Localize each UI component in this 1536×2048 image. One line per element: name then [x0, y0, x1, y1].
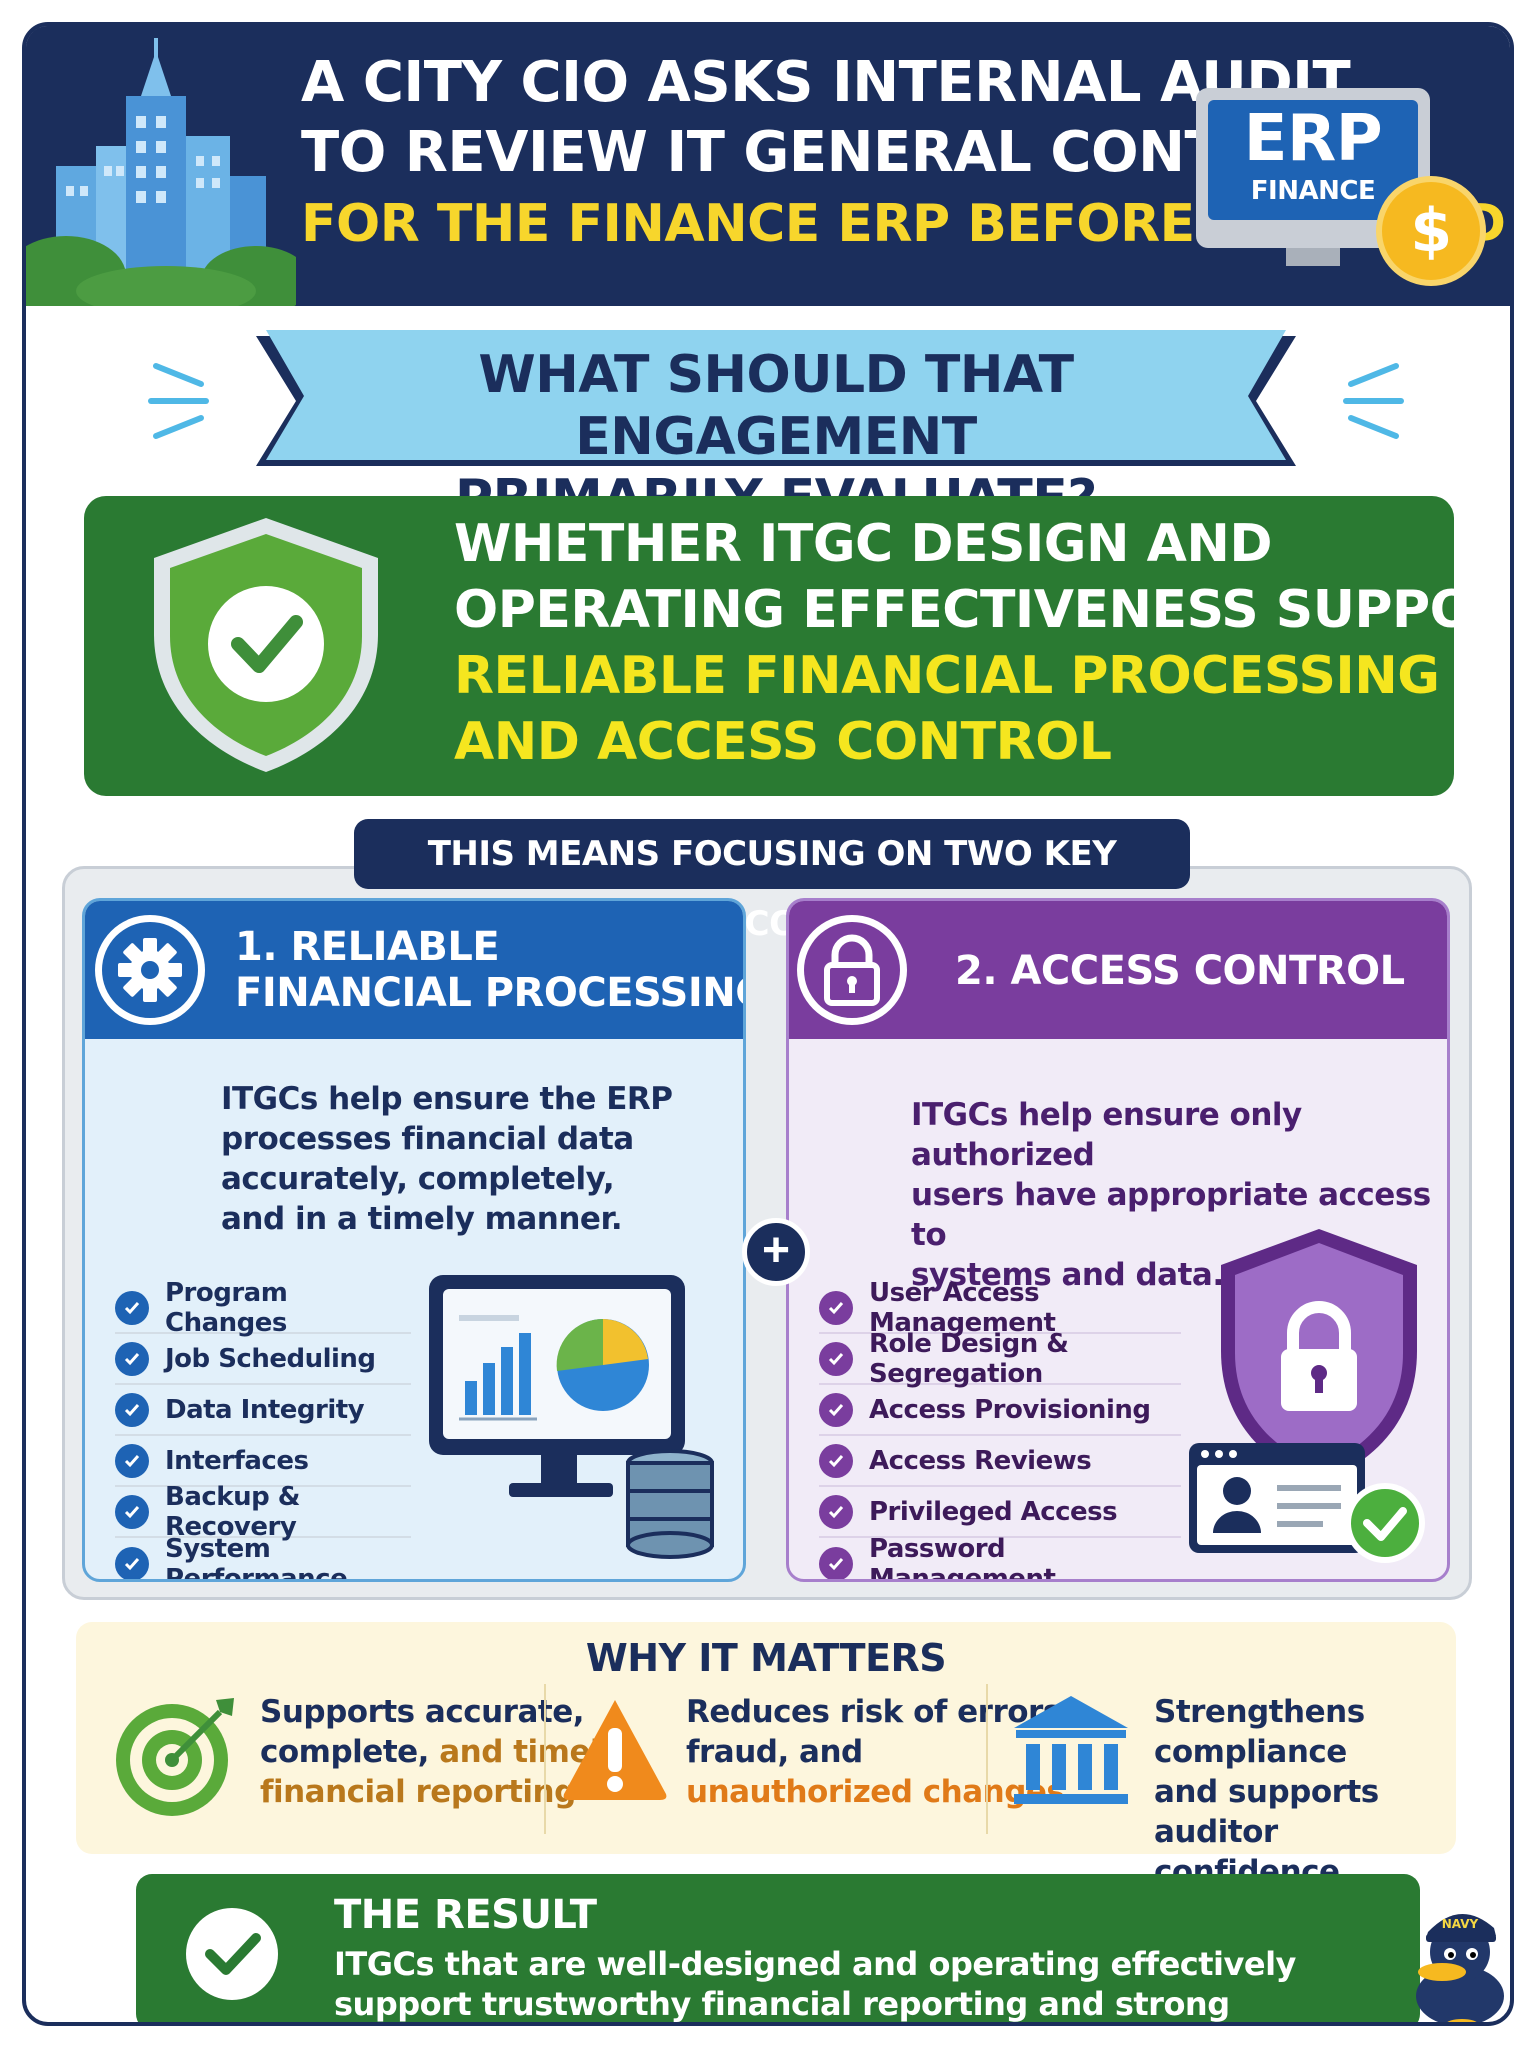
answer-line-2: OPERATING EFFECTIVENESS SUPPORT — [454, 580, 1514, 640]
spark-right-icon — [1343, 363, 1404, 439]
duck-mascot-icon: NAVY — [1416, 1913, 1504, 2022]
list-item: Interfaces — [115, 1436, 411, 1487]
list-item: Program Changes — [115, 1278, 411, 1338]
coin-icon: $ — [1376, 176, 1486, 286]
answer-line-4: AND ACCESS CONTROL — [454, 712, 1112, 772]
check-icon — [115, 1546, 149, 1579]
header-banner: A CITY CIO ASKS INTERNAL AUDIT TO REVIEW… — [26, 26, 1510, 306]
processing-card: 1. RELIABLE FINANCIAL PROCESSING ITGCs h… — [82, 898, 746, 1582]
answer-box: WHETHER ITGC DESIGN AND OPERATING EFFECT… — [84, 496, 1510, 796]
check-circle-icon — [186, 1908, 278, 2000]
result-box: THE RESULT ITGCs that are well-designed … — [136, 1874, 1420, 2023]
check-icon — [115, 1494, 149, 1529]
erp-monitor-icon: ERP FINANCE — [1196, 88, 1430, 266]
check-icon — [819, 1546, 853, 1579]
check-icon — [819, 1443, 853, 1478]
processing-card-header: 1. RELIABLE FINANCIAL PROCESSING — [85, 901, 743, 1039]
processing-description: ITGCs help ensure the ERP processes fina… — [221, 1081, 673, 1237]
check-icon — [115, 1290, 149, 1325]
processing-title-2: FINANCIAL PROCESSING — [235, 970, 746, 1016]
list-item: System Performance — [115, 1534, 411, 1579]
infographic-frame: A CITY CIO ASKS INTERNAL AUDIT TO REVIEW… — [22, 22, 1514, 2026]
city-skyline-icon — [26, 26, 296, 306]
answer-line-3: RELIABLE FINANCIAL PROCESSING — [454, 646, 1440, 706]
check-icon — [115, 1392, 149, 1427]
check-icon — [115, 1341, 149, 1376]
processing-list: Program Changes Job Scheduling Data Inte… — [115, 1278, 411, 1579]
list-item: Data Integrity — [115, 1385, 411, 1436]
padlock-icon — [797, 915, 907, 1025]
list-item: Password Management — [819, 1534, 1181, 1579]
monitor-database-icon — [429, 1275, 714, 1559]
question-line-1: WHAT SHOULD THAT ENGAGEMENT — [478, 345, 1074, 467]
erp-label: ERP — [1243, 102, 1383, 176]
target-icon — [116, 1698, 234, 1816]
coin-symbol: $ — [1410, 196, 1452, 266]
security-shield-id-icon — [1189, 1229, 1425, 1563]
access-list: User Access Management Role Design & Seg… — [819, 1278, 1181, 1579]
list-item: Role Design & Segregation — [819, 1329, 1181, 1389]
mascot-hat-text: NAVY — [1442, 1917, 1479, 1931]
list-item: Access Provisioning — [819, 1385, 1181, 1436]
why-col-3: Strengthens compliance and supports audi… — [1154, 1694, 1379, 1890]
bank-building-icon — [1014, 1696, 1128, 1804]
check-icon — [115, 1443, 149, 1478]
list-item: Privileged Access — [819, 1487, 1181, 1538]
question-banner — [256, 330, 1296, 466]
erp-sub-label: FINANCE — [1250, 176, 1376, 206]
check-icon — [819, 1392, 853, 1427]
shield-check-icon — [154, 518, 378, 772]
why-col-1: Supports accurate, complete, and timely … — [260, 1694, 620, 1810]
access-card-header: 2. ACCESS CONTROL — [789, 901, 1447, 1039]
access-card: 2. ACCESS CONTROL ITGCs help ensure only… — [786, 898, 1450, 1582]
divider — [986, 1684, 988, 1834]
divider — [544, 1684, 546, 1834]
result-text: ITGCs that are well-designed and operati… — [334, 1945, 1296, 2023]
plus-icon: + — [742, 1218, 810, 1286]
warning-icon — [563, 1700, 667, 1800]
why-title: WHY IT MATTERS — [585, 1636, 947, 1680]
access-description: ITGCs help ensure only authorized users … — [911, 1097, 1431, 1293]
header-line-1: A CITY CIO ASKS INTERNAL AUDIT — [301, 50, 1351, 115]
spark-left-icon — [148, 363, 209, 439]
check-icon — [819, 1494, 853, 1529]
processing-title-1: 1. RELIABLE — [235, 924, 500, 970]
answer-line-1: WHETHER ITGC DESIGN AND — [454, 514, 1273, 574]
list-item: User Access Management — [819, 1278, 1181, 1338]
why-col-2: Reduces risk of errors, fraud, and unaut… — [686, 1694, 1073, 1810]
outcomes-pill: THIS MEANS FOCUSING ON TWO KEY OUTCOMES — [354, 819, 1190, 944]
result-title: THE RESULT — [334, 1892, 597, 1938]
check-icon — [819, 1341, 853, 1376]
list-item: Job Scheduling — [115, 1334, 411, 1385]
list-item: Backup & Recovery — [115, 1482, 411, 1542]
why-it-matters-panel: WHY IT MATTERS Supports accurate, comple… — [76, 1622, 1456, 1890]
list-item: Access Reviews — [819, 1436, 1181, 1487]
check-icon — [819, 1290, 853, 1325]
access-title: 2. ACCESS CONTROL — [955, 948, 1405, 994]
gear-icon — [95, 915, 205, 1025]
